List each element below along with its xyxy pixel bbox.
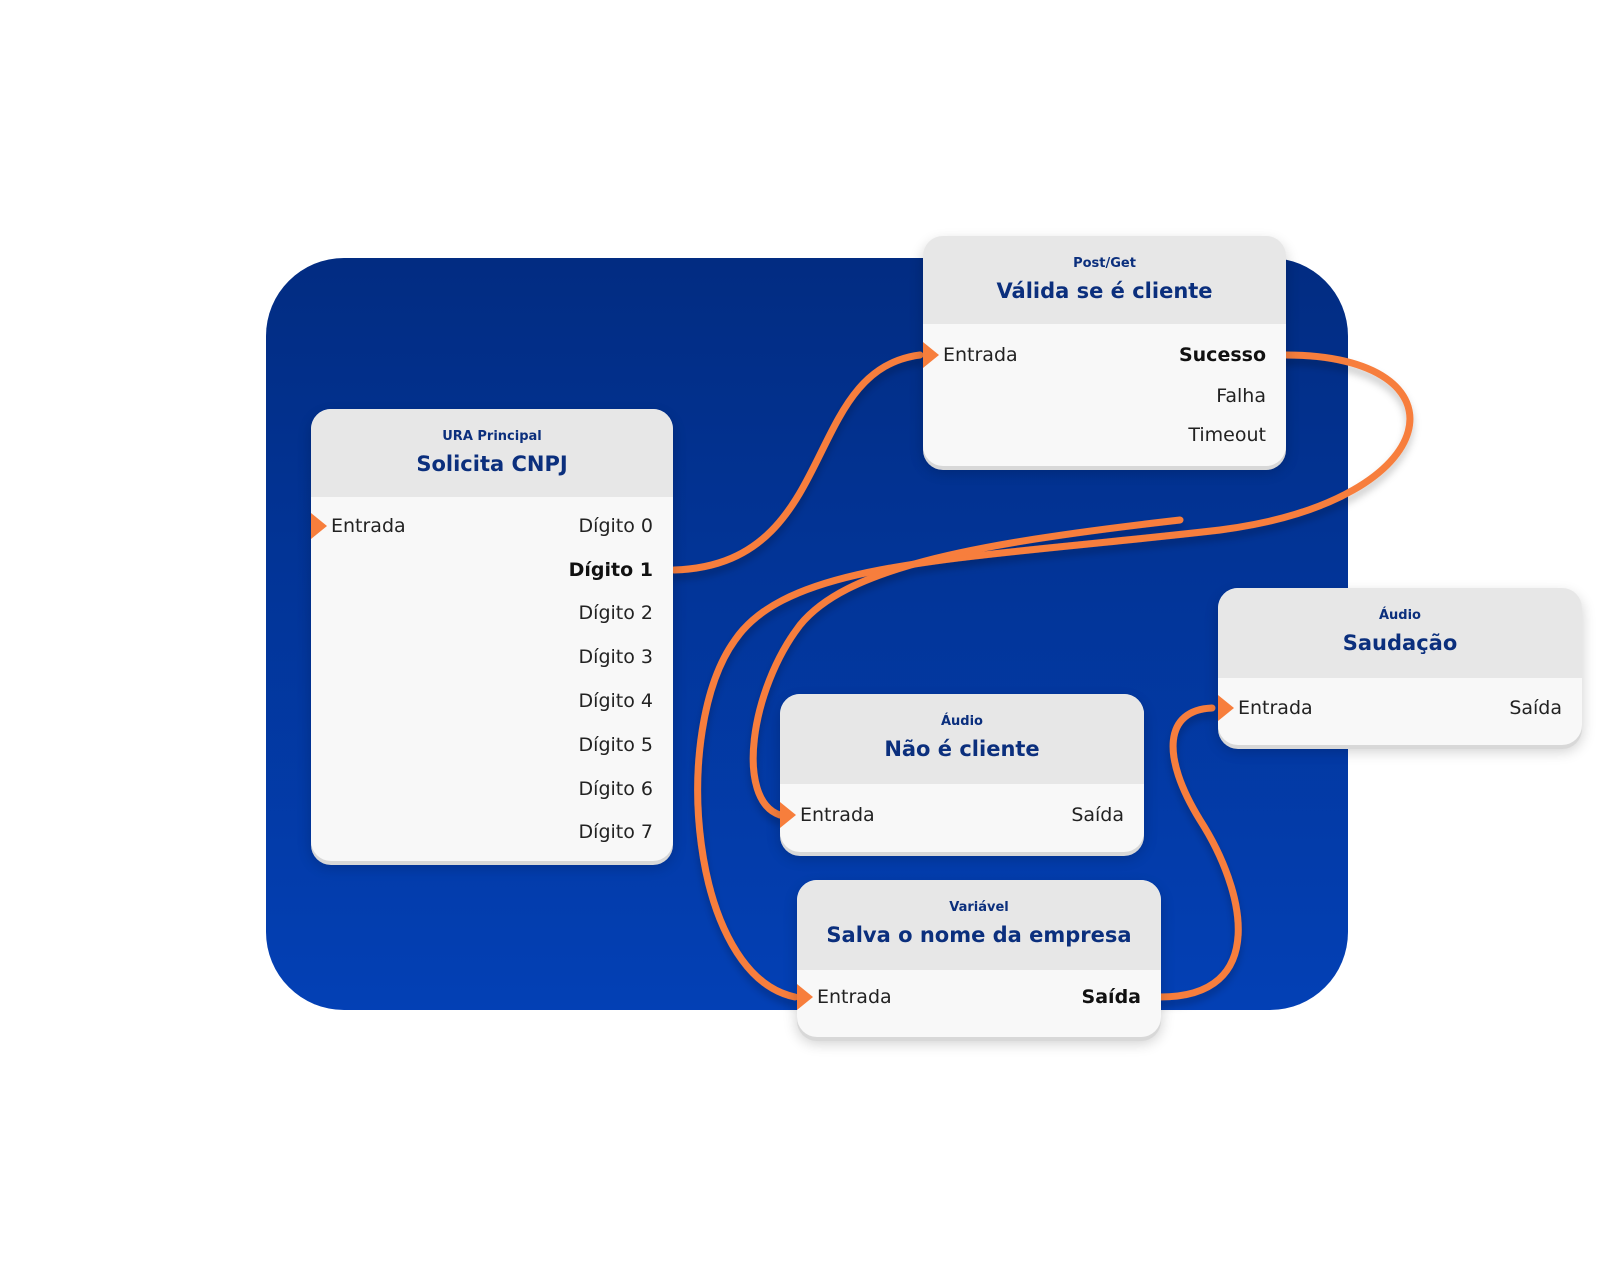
output-digito-1[interactable]: Dígito 1 [568,559,653,581]
node-title: Salva o nome da empresa [826,923,1132,947]
input-label: Entrada [943,344,1018,366]
output-saida[interactable]: Saída [1509,697,1562,719]
node-type-label: Variável [949,900,1009,915]
node-valida-cliente[interactable]: Post/Get Válida se é cliente Entrada Suc… [923,236,1286,466]
output-digito-7[interactable]: Dígito 7 [578,821,653,843]
node-title: Não é cliente [884,737,1040,761]
node-title: Solicita CNPJ [416,452,568,476]
input-label: Entrada [1238,697,1313,719]
input-port-arrow-icon[interactable] [311,513,327,539]
input-label: Entrada [800,804,875,826]
node-type-label: Post/Get [1073,256,1136,271]
output-saida[interactable]: Saída [1081,986,1141,1008]
node-saudacao[interactable]: Áudio Saudação Entrada Saída [1218,588,1582,745]
node-type-label: Áudio [940,714,983,729]
output-sucesso[interactable]: Sucesso [1178,344,1266,366]
output-digito-3[interactable]: Dígito 3 [578,646,653,668]
output-digito-0[interactable]: Dígito 0 [578,515,653,537]
node-title: Válida se é cliente [996,279,1213,303]
node-header: Áudio Saudação [1218,588,1582,678]
node-header: Variável Salva o nome da empresa [797,880,1161,970]
node-title: Saudação [1342,631,1458,655]
output-digito-4[interactable]: Dígito 4 [578,690,653,712]
node-type-label: Áudio [1378,608,1421,623]
node-salva-nome-empresa[interactable]: Variável Salva o nome da empresa Entrada… [797,880,1161,1037]
node-header: Áudio Não é cliente [780,694,1144,784]
output-timeout[interactable]: Timeout [1188,424,1266,446]
output-falha[interactable]: Falha [1216,385,1266,407]
node-solicita-cnpj[interactable]: URA Principal Solicita CNPJ Entrada Dígi… [311,409,673,861]
output-digito-6[interactable]: Dígito 6 [578,778,653,800]
output-digito-2[interactable]: Dígito 2 [578,602,653,624]
node-nao-cliente[interactable]: Áudio Não é cliente Entrada Saída [780,694,1144,852]
input-label: Entrada [817,986,892,1008]
output-saida[interactable]: Saída [1071,804,1124,826]
node-type-label: URA Principal [442,429,542,444]
node-header: Post/Get Válida se é cliente [923,236,1286,324]
output-digito-5[interactable]: Dígito 5 [578,734,653,756]
input-label: Entrada [331,515,406,537]
node-header: URA Principal Solicita CNPJ [311,409,673,497]
